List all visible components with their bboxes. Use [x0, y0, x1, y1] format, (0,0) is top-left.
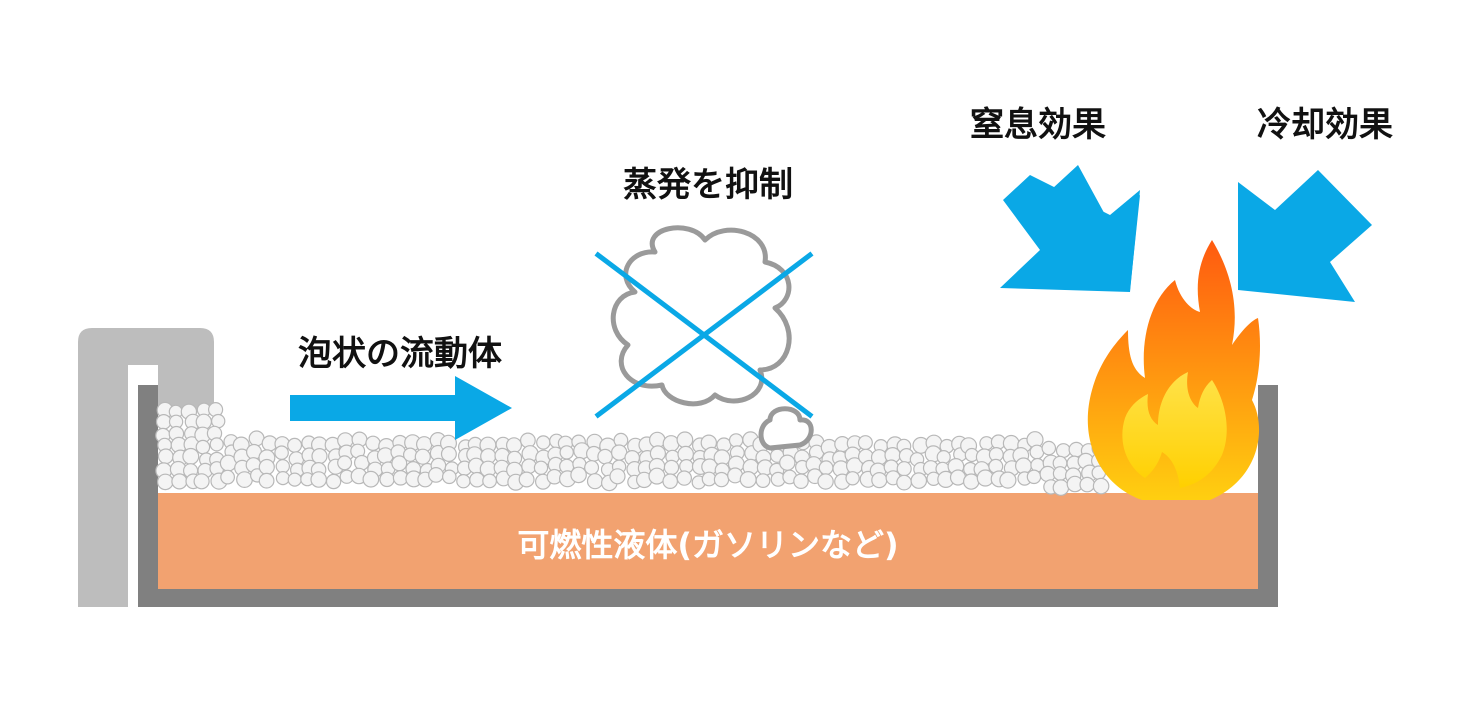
foam-bubble: [1055, 443, 1071, 459]
flame-icon: [1087, 240, 1260, 500]
foam-bubble: [662, 473, 678, 489]
foam-bubble: [559, 445, 574, 460]
foam-bubble: [403, 447, 418, 462]
smothering-effect-label: 窒息効果: [970, 105, 1106, 145]
cooling-effect-label: 冷却効果: [1257, 105, 1393, 145]
foam-bubble: [195, 439, 211, 455]
foam-bubble: [609, 468, 626, 485]
foam-bubble: [1026, 469, 1042, 485]
foam-bubble: [676, 431, 694, 449]
foam-bubble: [258, 472, 275, 489]
foam-bubble: [157, 448, 174, 465]
foam-bubble: [1041, 440, 1057, 456]
foam-bubble: [597, 448, 613, 465]
foam-bubble: [533, 460, 549, 475]
foam-bubble: [210, 413, 226, 429]
foam-bubble: [171, 473, 188, 490]
foam-bubble: [896, 474, 912, 491]
foam-bubble: [817, 473, 834, 490]
foam-layer: [155, 401, 1110, 496]
foam-bubble: [871, 472, 888, 489]
down-arrow-icon: [1000, 175, 1140, 292]
foam-bubble: [310, 471, 327, 488]
foam-bubble: [728, 433, 744, 448]
foam-bubble: [428, 467, 444, 483]
foam-bubble: [676, 470, 693, 486]
vapor-cloud-icon: [610, 225, 814, 451]
foam-bubble: [713, 471, 730, 488]
foam-bubble: [337, 455, 353, 471]
foam-bubble: [441, 469, 457, 485]
foam-bubble: [311, 448, 328, 465]
foam-bubble: [570, 466, 587, 484]
right-arrow-icon: [290, 376, 512, 440]
foam-flow-label: 泡状の流動体: [298, 334, 502, 374]
x-cross-icon: [594, 251, 814, 419]
foam-bubble: [536, 435, 551, 450]
foam-bubble: [779, 454, 796, 471]
foam-bubble: [258, 458, 275, 476]
foam-bubble: [1092, 477, 1110, 495]
foam-bubble: [274, 445, 289, 460]
foam-bubble: [818, 460, 834, 476]
foam-bubble: [220, 469, 236, 485]
foam-bubble: [1052, 479, 1070, 496]
suppress-evaporation-label: 蒸発を抑制: [623, 165, 793, 205]
foam-bubble: [287, 437, 303, 453]
foam-bubble: [209, 437, 224, 452]
foam-bubble: [1079, 476, 1095, 493]
foam-bubble: [936, 450, 951, 465]
foam-bubble: [755, 473, 771, 489]
foam-bubble: [275, 471, 290, 486]
foam-bubble: [456, 474, 471, 489]
foam-bubble: [963, 473, 980, 490]
foam-bubble: [362, 470, 380, 488]
foam-bubble: [999, 471, 1017, 489]
foam-bubble: [353, 454, 370, 471]
foam-bubble: [506, 437, 523, 454]
foam-bubble: [325, 473, 342, 490]
foam-bubble: [287, 472, 302, 487]
foam-bubble: [157, 473, 174, 491]
foam-bubble: [896, 461, 912, 477]
foam-bubble: [193, 473, 210, 490]
foam-bubble: [155, 413, 172, 430]
foam-bubble: [739, 471, 757, 489]
foam-bubble: [910, 472, 928, 489]
flammable-liquid: [158, 493, 1258, 589]
foam-bubble: [662, 435, 680, 453]
flammable-liquid-label: 可燃性液体(ガソリンなど): [517, 526, 898, 564]
foam-bubble: [482, 473, 498, 489]
foam-bubble: [275, 459, 290, 474]
foam-bubble: [365, 435, 381, 451]
foam-bubble: [414, 448, 431, 465]
foam-bubble: [586, 473, 604, 490]
foam-bubble: [440, 446, 457, 463]
foam-bubble: [236, 471, 253, 489]
foam-bubble: [1052, 466, 1068, 481]
foam-bubble: [379, 471, 395, 488]
foam-bubble: [518, 471, 535, 488]
foam-bubble: [584, 460, 600, 476]
foam-bubble: [857, 435, 873, 451]
foam-bubble: [182, 447, 200, 465]
down-arrow-icon: [1238, 170, 1372, 302]
foam-inlet-pipe: [78, 328, 214, 607]
foam-bubble: [845, 471, 860, 486]
foam-bubble: [663, 459, 680, 476]
foam-bubble: [793, 473, 809, 489]
